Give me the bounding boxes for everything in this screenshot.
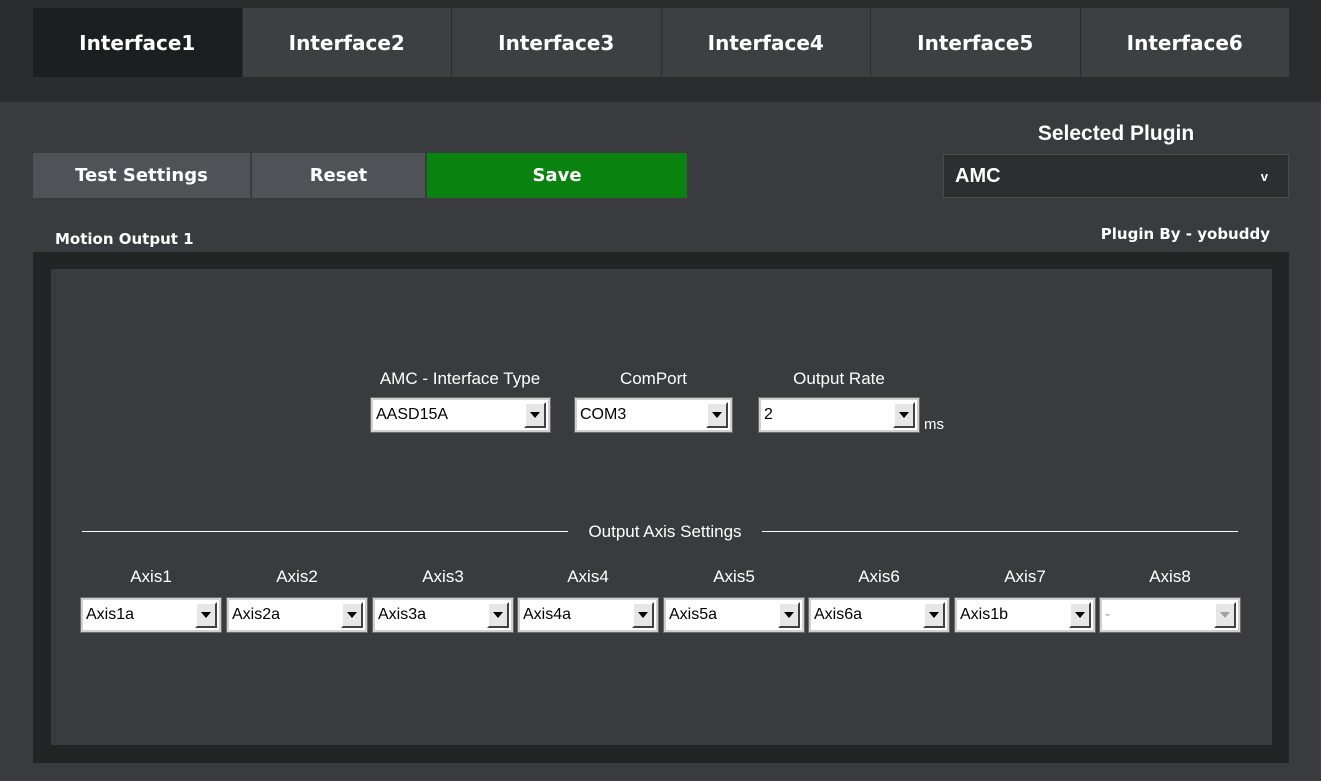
- output-axis-settings-title: Output Axis Settings: [588, 522, 742, 541]
- axis5-value: Axis5a: [669, 606, 718, 623]
- axis3-select[interactable]: Axis3a: [372, 597, 514, 633]
- chevron-down-icon[interactable]: [923, 602, 945, 628]
- chevron-down-icon[interactable]: [893, 402, 915, 428]
- axis7-label: Axis7: [1004, 567, 1046, 586]
- chevron-down-icon[interactable]: [341, 602, 363, 628]
- chevron-down-icon[interactable]: [524, 402, 546, 428]
- chevron-down-icon[interactable]: [632, 602, 654, 628]
- tab-interface5[interactable]: Interface5: [870, 8, 1080, 77]
- interface-tabs: Interface1 Interface2 Interface3 Interfa…: [33, 8, 1289, 77]
- axis2-value: Axis2a: [232, 606, 281, 623]
- axis1-select[interactable]: Axis1a: [80, 597, 222, 633]
- tab-interface2[interactable]: Interface2: [241, 8, 451, 77]
- axis8-select[interactable]: -: [1099, 597, 1241, 633]
- axis7-value: Axis1b: [960, 606, 1009, 623]
- top-bar: Interface1 Interface2 Interface3 Interfa…: [0, 0, 1321, 102]
- tab-interface4[interactable]: Interface4: [660, 8, 870, 77]
- output-rate-value: 2: [764, 406, 773, 423]
- axis5-label: Axis5: [713, 567, 755, 586]
- reset-button[interactable]: Reset: [252, 153, 425, 198]
- chevron-down-icon[interactable]: [1069, 602, 1091, 628]
- plugin-select-value: AMC: [955, 164, 1001, 187]
- axis3-value: Axis3a: [378, 606, 427, 623]
- chevron-down-icon[interactable]: [706, 402, 728, 428]
- com-port-value: COM3: [580, 406, 627, 423]
- interface-type-value: AASD15A: [376, 406, 449, 423]
- test-settings-button[interactable]: Test Settings: [33, 153, 250, 198]
- axis6-label: Axis6: [858, 567, 900, 586]
- com-port-label: ComPort: [619, 369, 688, 388]
- axis2-select[interactable]: Axis2a: [226, 597, 368, 633]
- divider: [762, 531, 1238, 532]
- axis6-value: Axis6a: [814, 606, 863, 623]
- axis8-label: Axis8: [1149, 567, 1191, 586]
- axis7-select[interactable]: Axis1b: [954, 597, 1096, 633]
- motion-output-content: [51, 269, 1272, 745]
- output-rate-select[interactable]: 2: [758, 397, 920, 433]
- interface-type-label: AMC - Interface Type: [379, 369, 541, 388]
- axis4-label: Axis4: [567, 567, 609, 586]
- axis1-value: Axis1a: [86, 606, 135, 623]
- tab-interface6[interactable]: Interface6: [1079, 8, 1289, 77]
- interface-type-select[interactable]: AASD15A: [370, 397, 551, 433]
- axis1-label: Axis1: [130, 567, 172, 586]
- axis4-select[interactable]: Axis4a: [517, 597, 659, 633]
- motion-output-title: Motion Output 1: [55, 230, 194, 248]
- plugin-select[interactable]: AMC v: [943, 154, 1289, 198]
- axis6-select[interactable]: Axis6a: [808, 597, 950, 633]
- chevron-down-icon[interactable]: [487, 602, 509, 628]
- axis4-value: Axis4a: [523, 606, 572, 623]
- plugin-author: Plugin By - yobuddy: [1100, 225, 1270, 243]
- chevron-down-icon[interactable]: [1214, 602, 1236, 628]
- axis3-label: Axis3: [422, 567, 464, 586]
- chevron-down-icon[interactable]: [778, 602, 800, 628]
- chevron-down-icon: v: [1260, 168, 1268, 184]
- axis2-label: Axis2: [276, 567, 318, 586]
- tab-interface1[interactable]: Interface1: [33, 8, 242, 77]
- com-port-select[interactable]: COM3: [574, 397, 733, 433]
- chevron-down-icon[interactable]: [195, 602, 217, 628]
- axis8-value: -: [1105, 606, 1111, 623]
- output-rate-unit: ms: [924, 416, 944, 433]
- selected-plugin-label: Selected Plugin: [1037, 122, 1195, 145]
- save-button[interactable]: Save: [427, 153, 687, 198]
- output-rate-label: Output Rate: [793, 369, 885, 388]
- axis5-select[interactable]: Axis5a: [663, 597, 805, 633]
- tab-interface3[interactable]: Interface3: [451, 8, 661, 77]
- divider: [82, 531, 568, 532]
